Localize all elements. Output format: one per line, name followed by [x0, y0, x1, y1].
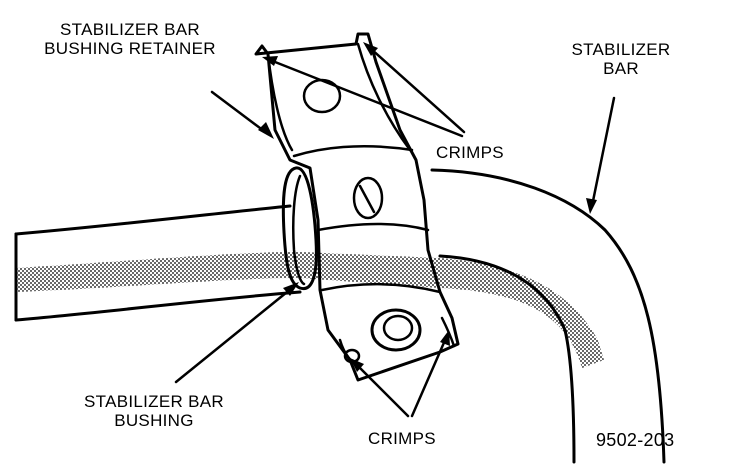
label-crimps-bottom: CRIMPS [368, 429, 436, 448]
label-bushing: STABILIZER BAR BUSHING [74, 392, 234, 430]
leader-lines [174, 42, 616, 418]
label-bushing-line1: STABILIZER BAR [84, 392, 224, 411]
stabilizer-bar-bushing [281, 166, 318, 291]
label-stabilizer-bar-line2: BAR [603, 59, 639, 78]
stabilizer-bar-leader [590, 96, 616, 208]
stabilizer-bar-lower-edge [14, 290, 302, 322]
label-retainer-line1: STABILIZER BAR [60, 20, 200, 39]
bushing-leader [174, 286, 294, 384]
label-retainer: STABILIZER BAR BUSHING RETAINER [30, 20, 230, 58]
crimps-bottom-leader-b [410, 336, 448, 418]
crimps-bottom-leader-a [354, 362, 410, 418]
retainer-leader [210, 90, 270, 136]
stabilizer-bar-shading [16, 252, 604, 368]
label-bushing-line2: BUSHING [114, 411, 194, 430]
label-crimps-top: CRIMPS [436, 143, 504, 162]
stabilizer-bar [14, 168, 666, 464]
crimps-top-leader-a [268, 58, 464, 138]
label-retainer-line2: BUSHING RETAINER [44, 39, 216, 58]
crimps-top-leader-b [368, 46, 466, 134]
label-stabilizer-bar: STABILIZER BAR [566, 40, 676, 78]
label-stabilizer-bar-line1: STABILIZER [571, 40, 671, 59]
figure-number: 9502-203 [596, 430, 675, 450]
stabilizer-bar-upper-edge [14, 204, 292, 236]
